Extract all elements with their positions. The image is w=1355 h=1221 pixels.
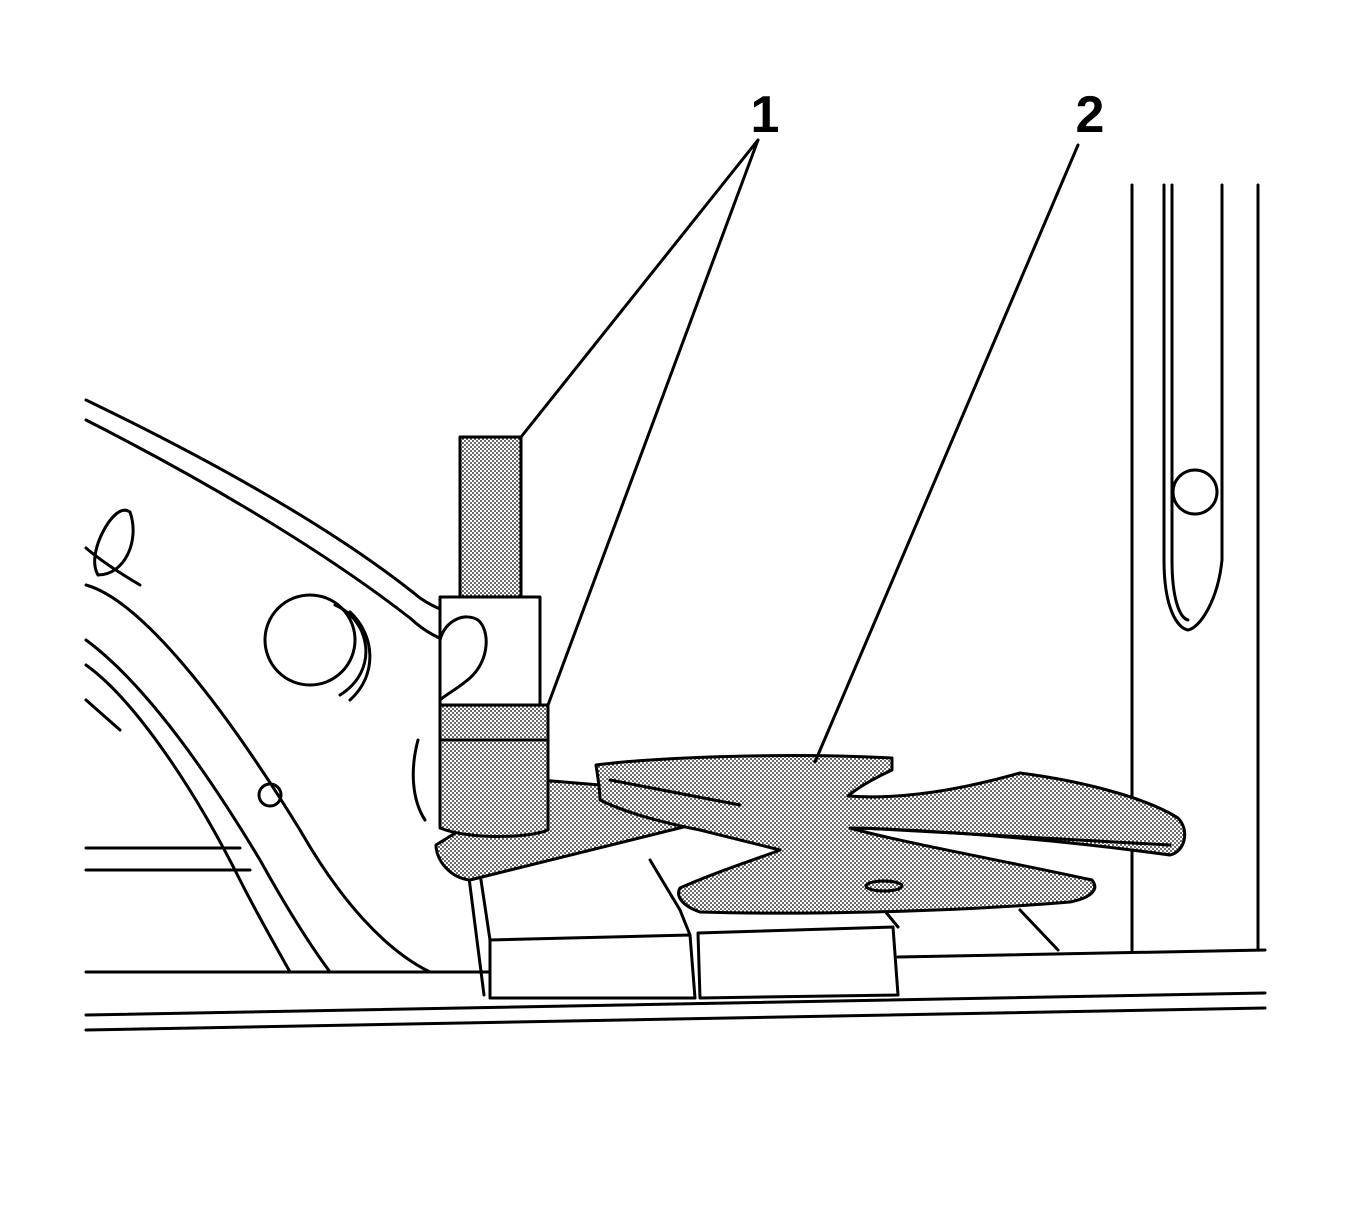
pillar-hole-icon [1171,468,1219,516]
control-arm [84,398,482,974]
bushing-icon [263,593,357,687]
floor-lines [84,948,1267,1032]
left-rail [84,846,252,872]
arm-hole-icon [257,782,283,808]
leader-lines [519,138,1080,764]
callout-2-label: 2 [1076,86,1105,144]
right-pillar [1130,183,1260,952]
callout-1-label: 1 [751,86,780,144]
pin-icon [458,435,523,599]
leader-2 [813,143,1080,764]
leader-1a [519,138,760,439]
leader-1b [546,138,760,707]
pin-and-sleeve-icon [438,435,550,838]
